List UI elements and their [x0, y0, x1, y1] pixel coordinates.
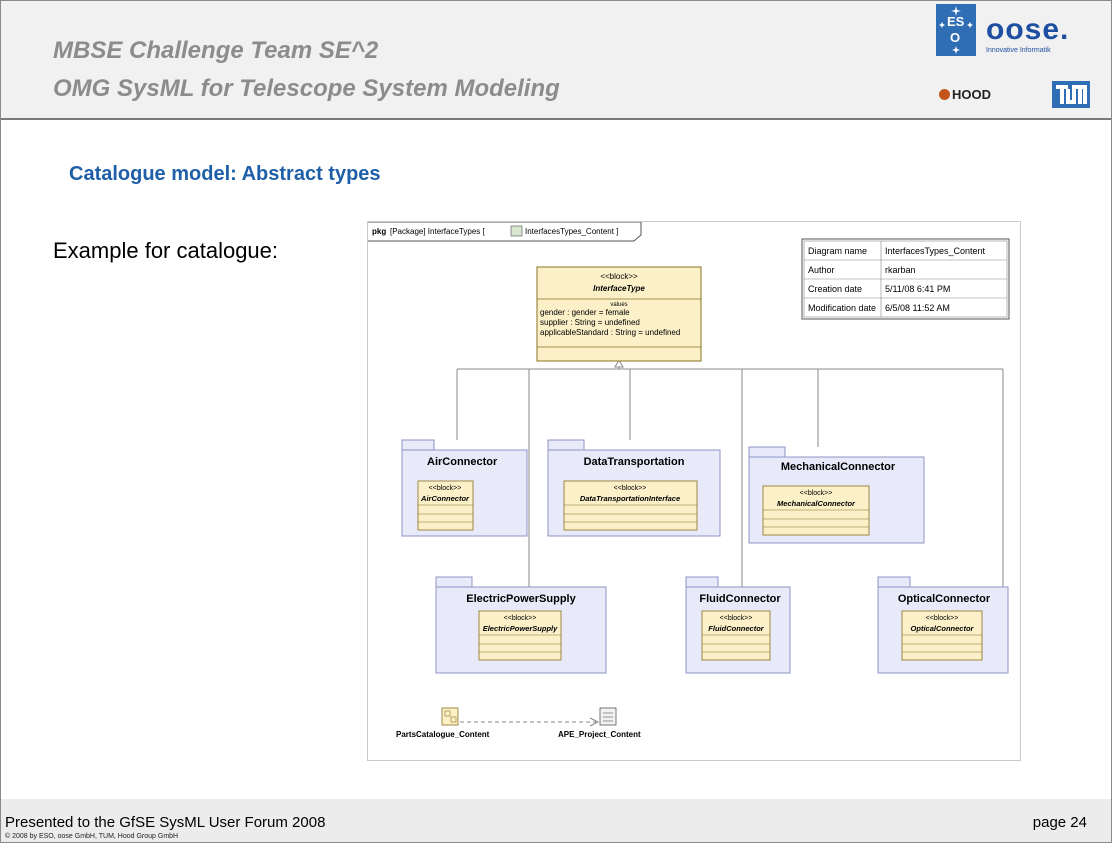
svg-text:ES: ES	[947, 14, 965, 29]
oose-logo-subtitle: Innovative Informatik	[986, 47, 1051, 54]
eso-logo: ES O	[936, 4, 976, 56]
info-label: Modification date	[808, 303, 876, 313]
header-title-line1: MBSE Challenge Team SE^2	[53, 37, 379, 64]
package-fluid-connector: FluidConnector <<block>> FluidConnector	[685, 576, 791, 674]
footer-copyright: © 2008 by ESO, oose GmbH, TUM, Hood Grou…	[5, 833, 179, 840]
slide-footer: Presented to the GfSE SysML User Forum 2…	[1, 799, 1111, 842]
package-name: OpticalConnector	[898, 593, 991, 605]
svg-text:O: O	[950, 30, 960, 45]
generalization-lines	[456, 358, 1004, 587]
block-stereotype: <<block>>	[504, 615, 537, 622]
header-title-line2: OMG SysML for Telescope System Modeling	[53, 75, 560, 102]
tum-logo-icon	[1056, 85, 1087, 104]
package-name: MechanicalConnector	[781, 461, 896, 473]
block-name: DataTransportationInterface	[580, 494, 680, 503]
package-name: DataTransportation	[584, 456, 685, 468]
diagram-canvas: pkg [Package] InterfaceTypes [ Interface…	[368, 221, 1010, 739]
diagram-references: PartsCatalogue_Content APE_Project_Conte…	[396, 707, 641, 739]
info-value: 6/5/08 11:52 AM	[885, 303, 950, 313]
eso-star-icon: ES O	[939, 6, 973, 54]
block-attribute: gender : gender = female	[540, 308, 630, 317]
block-name: ElectricPowerSupply	[483, 624, 558, 633]
section-title: Catalogue model: Abstract types	[69, 163, 381, 185]
block-name: InterfaceType	[593, 284, 645, 293]
info-value: InterfacesTypes_Content	[885, 246, 986, 256]
diagram-ref-icon	[510, 225, 523, 237]
package-name: AirConnector	[427, 456, 498, 468]
slide-header: MBSE Challenge Team SE^2 OMG SysML for T…	[1, 1, 1111, 120]
sysml-package-diagram: pkg [Package] InterfaceTypes [ Interface…	[367, 221, 1021, 761]
page-number: page 24	[1032, 814, 1087, 831]
hood-logo: HOOD	[939, 87, 991, 102]
block-stereotype: <<block>>	[614, 485, 647, 492]
package-optical-connector: OpticalConnector <<block>> OpticalConnec…	[877, 576, 1009, 674]
frame-kind: pkg	[372, 227, 386, 236]
package-mechanical-connector: MechanicalConnector <<block>> Mechanical…	[748, 446, 925, 544]
block-name: AirConnector	[420, 494, 470, 503]
ape-project-ref-icon	[599, 707, 617, 726]
info-value: 5/11/08 6:41 PM	[885, 284, 950, 294]
parts-catalogue-ref-icon	[441, 707, 459, 726]
block-stereotype: <<block>>	[800, 490, 833, 497]
compartment-header: values	[610, 302, 627, 308]
generalization-arrowhead-icon	[614, 358, 624, 368]
dependency-arrowhead-icon	[589, 717, 600, 727]
info-label: Diagram name	[808, 246, 867, 256]
block-stereotype: <<block>>	[926, 615, 959, 622]
block-name: MechanicalConnector	[777, 499, 856, 508]
info-label: Creation date	[808, 284, 862, 294]
oose-logo: oose.	[986, 13, 1070, 46]
hood-logo-text: HOOD	[952, 87, 991, 102]
diagram-frame-label: pkg [Package] InterfaceTypes [ Interface…	[368, 221, 642, 242]
block-name: FluidConnector	[708, 624, 764, 633]
diagram-info-table: Diagram name InterfacesTypes_Content Aut…	[801, 238, 1010, 320]
package-name: ElectricPowerSupply	[466, 593, 576, 605]
logo-group: ES O oose. Innovative Informatik HOOD	[931, 1, 1111, 118]
hood-dot-icon	[939, 89, 950, 100]
block-stereotype: <<block>>	[720, 615, 753, 622]
block-stereotype: <<block>>	[600, 272, 638, 281]
info-value: rkarban	[885, 265, 916, 275]
interface-type-block: <<block>> InterfaceType values gender : …	[536, 266, 702, 362]
target-reference-label: APE_Project_Content	[558, 730, 641, 739]
block-name: OpticalConnector	[911, 624, 975, 633]
package-electric-power-supply: ElectricPowerSupply <<block>> ElectricPo…	[435, 576, 607, 674]
block-attribute: applicableStandard : String = undefined	[540, 328, 680, 337]
source-reference-label: PartsCatalogue_Content	[396, 730, 490, 739]
block-stereotype: <<block>>	[429, 485, 462, 492]
block-attribute: supplier : String = undefined	[540, 318, 640, 327]
info-label: Author	[808, 265, 835, 275]
package-air-connector: AirConnector <<block>> AirConnector	[401, 439, 528, 537]
frame-label-text: [Package] InterfaceTypes [	[390, 227, 485, 236]
frame-diagram-ref: InterfacesTypes_Content ]	[525, 227, 618, 236]
footer-presented: Presented to the GfSE SysML User Forum 2…	[5, 814, 326, 831]
package-data-transportation: DataTransportation <<block>> DataTranspo…	[547, 439, 721, 537]
example-label: Example for catalogue:	[53, 238, 279, 263]
tum-logo	[1052, 81, 1090, 108]
package-name: FluidConnector	[699, 593, 781, 605]
